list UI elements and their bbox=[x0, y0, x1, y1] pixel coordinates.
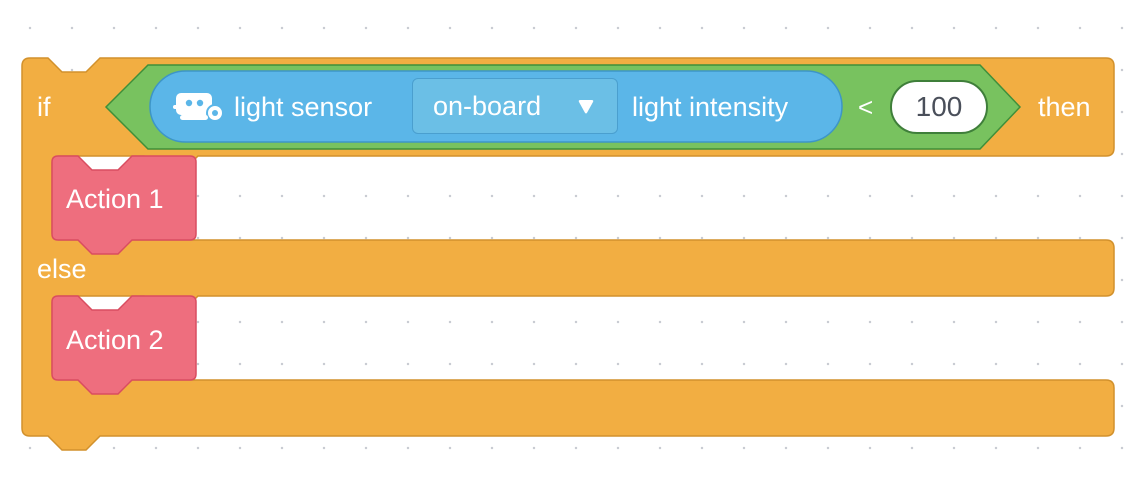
action-1-label: Action 1 bbox=[66, 184, 164, 214]
robot-icon bbox=[173, 93, 224, 122]
port-dropdown[interactable]: on-board bbox=[412, 78, 618, 134]
if-else-block[interactable] bbox=[21, 57, 1115, 451]
else-label: else bbox=[37, 254, 87, 284]
action-1-block[interactable] bbox=[51, 155, 197, 255]
if-label: if bbox=[37, 92, 51, 122]
threshold-input[interactable]: 100 bbox=[890, 80, 988, 134]
port-dropdown-value: on-board bbox=[433, 91, 542, 121]
light-intensity-label: light intensity bbox=[632, 92, 789, 122]
light-sensor-label: light sensor bbox=[234, 92, 373, 122]
then-label: then bbox=[1038, 92, 1091, 122]
action-2-label: Action 2 bbox=[66, 325, 164, 355]
action-2-block[interactable] bbox=[51, 295, 197, 395]
less-than-operator-label: < bbox=[858, 92, 874, 122]
dropdown-arrow-icon bbox=[578, 100, 594, 114]
